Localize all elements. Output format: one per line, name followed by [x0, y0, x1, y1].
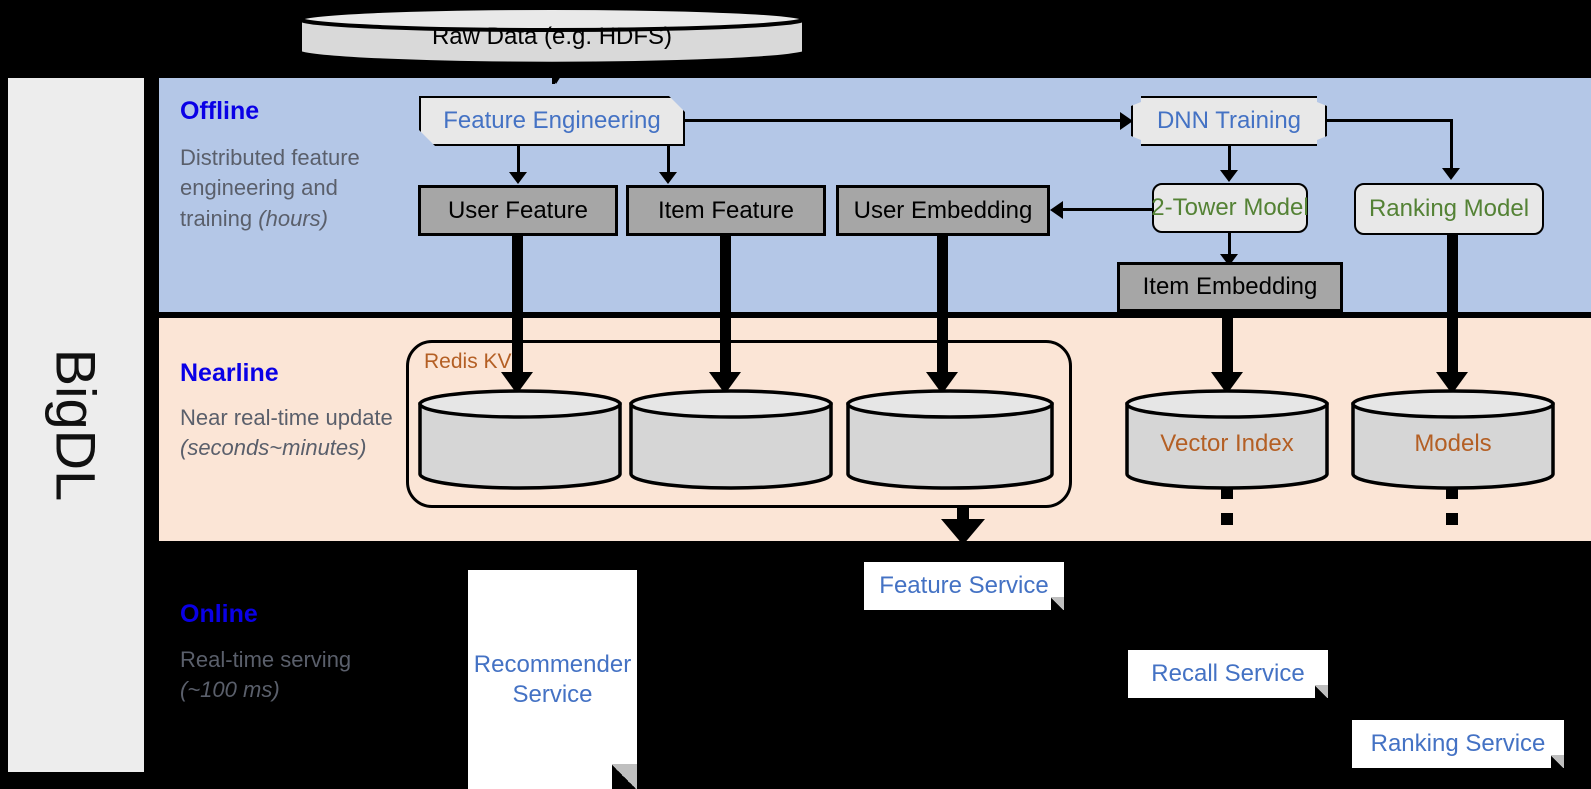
redis-kv-container: [406, 340, 1072, 508]
edge-twotower-userembedding: [1063, 208, 1153, 211]
section-title-nearline: Nearline: [180, 359, 279, 387]
edge-dnn-twotower: [1228, 146, 1231, 172]
pipe-rankingmodel-models: [1447, 235, 1458, 384]
arrowhead-feateng-dnn: [1120, 112, 1133, 130]
node-user-embedding-label: User Embedding: [853, 196, 1033, 224]
arrowhead-userembedding-store: [926, 372, 958, 394]
arrowhead-rawdata-feateng: [542, 62, 570, 84]
feature-service-label: Feature Service: [864, 562, 1064, 610]
arrowhead-redis-featureservice: [941, 519, 985, 545]
doc-fold-icon: [612, 764, 637, 789]
section-title-online: Online: [180, 600, 258, 628]
bigdl-sidebar: BigDL: [8, 78, 144, 772]
vector-index-label: Vector Index: [1160, 430, 1294, 457]
node-dnn-training[interactable]: DNN Training: [1131, 96, 1327, 146]
recall-service-doc[interactable]: Recall Service: [1128, 650, 1328, 698]
raw-data-cylinder[interactable]: Raw Data (e.g. HDFS): [296, 5, 808, 67]
edge-feateng-userfeature: [517, 146, 520, 179]
ranking-service-doc[interactable]: Ranking Service: [1352, 720, 1564, 768]
arrowhead-itemfeature-store: [709, 372, 741, 394]
redis-kv-label: Redis KV: [424, 350, 512, 373]
arrowhead-dnn-rankingmodel: [1442, 168, 1460, 180]
connector-stub-models-1: [1446, 487, 1458, 499]
recommender-service-doc[interactable]: Recommender Service: [468, 570, 637, 789]
recall-service-label: Recall Service: [1128, 650, 1328, 698]
doc-fold-icon: [1051, 597, 1064, 610]
connector-stub-vector-index-2: [1221, 513, 1233, 525]
doc-fold-icon: [1315, 685, 1328, 698]
edge-twotower-itemembedding: [1228, 233, 1231, 258]
section-desc-nearline: Near real-time update (seconds~minutes): [180, 405, 393, 461]
raw-data-label: Raw Data (e.g. HDFS): [431, 23, 673, 50]
pipe-userembedding-store: [937, 236, 948, 384]
models-cylinder[interactable]: Models: [1350, 388, 1556, 492]
ranking-service-label: Ranking Service: [1352, 720, 1564, 768]
edge-feateng-dnn: [685, 119, 1127, 122]
edge-dnn-rankingmodel-h: [1327, 119, 1453, 122]
vector-index-cylinder[interactable]: Vector Index: [1124, 388, 1330, 492]
arrowhead-twotower-userembedding: [1050, 201, 1063, 219]
node-feature-engineering-label: Feature Engineering: [443, 107, 661, 134]
edge-feateng-itemfeature: [667, 146, 670, 179]
section-desc-offline: Distributed feature engineering and trai…: [180, 145, 360, 231]
node-dnn-training-label: DNN Training: [1156, 107, 1302, 134]
arrowhead-itemembedding-vectorindex: [1211, 372, 1243, 394]
recommender-service-label: Recommender Service: [468, 570, 637, 789]
edge-dnn-rankingmodel-v: [1450, 119, 1453, 171]
node-user-feature[interactable]: User Feature: [418, 185, 618, 236]
pipe-itemembedding-vectorindex: [1222, 312, 1233, 384]
node-2-tower-model[interactable]: 2-Tower Model: [1151, 183, 1309, 233]
node-feature-engineering[interactable]: Feature Engineering: [419, 96, 685, 146]
node-user-embedding[interactable]: User Embedding: [836, 185, 1050, 236]
arrowhead-userfeature-store: [501, 372, 533, 394]
store-cylinder-user-embedding[interactable]: [845, 388, 1055, 492]
store-cylinder-item-feature[interactable]: [628, 388, 834, 492]
node-item-feature[interactable]: Item Feature: [626, 185, 826, 236]
node-user-feature-label: User Feature: [447, 196, 589, 224]
bigdl-label: BigDL: [44, 348, 108, 502]
section-desc-online: Real-time serving (~100 ms): [180, 647, 352, 703]
connector-stub-models-2: [1446, 513, 1458, 525]
arrowhead-feateng-userfeature: [509, 172, 527, 184]
connector-stub-vector-index-1: [1221, 487, 1233, 499]
connector-stub-redis-featureservice: [957, 507, 969, 519]
arrowhead-feateng-itemfeature: [659, 172, 677, 184]
node-item-embedding-label: Item Embedding: [1142, 273, 1318, 300]
node-item-embedding[interactable]: Item Embedding: [1117, 262, 1343, 312]
section-title-offline: Offline: [180, 97, 260, 125]
node-ranking-model[interactable]: Ranking Model: [1354, 183, 1544, 235]
store-cylinder-user-feature[interactable]: [417, 388, 623, 492]
models-label: Models: [1414, 430, 1492, 457]
node-2-tower-model-label: 2-Tower Model: [1151, 194, 1309, 221]
node-item-feature-label: Item Feature: [657, 196, 795, 224]
pipe-userfeature-store: [512, 236, 523, 384]
arrowhead-rankingmodel-models: [1436, 372, 1468, 394]
pipe-itemfeature-store: [720, 236, 731, 384]
doc-fold-icon: [1551, 755, 1564, 768]
arrowhead-dnn-twotower: [1220, 170, 1238, 182]
node-ranking-model-label: Ranking Model: [1368, 195, 1530, 222]
feature-service-doc[interactable]: Feature Service: [864, 562, 1064, 610]
